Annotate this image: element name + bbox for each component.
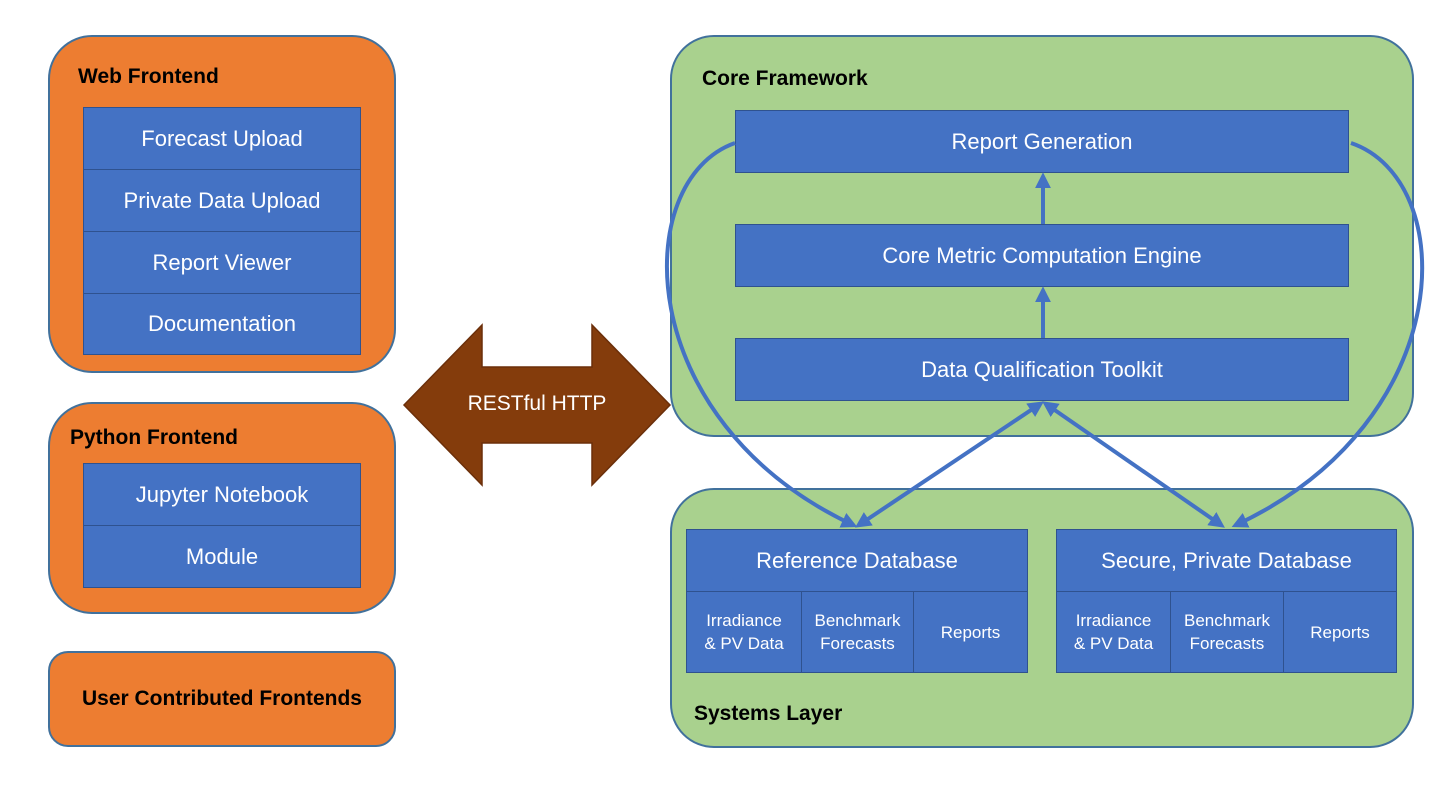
jupyter-notebook-box: Jupyter Notebook [83,463,361,526]
private-database-header: Secure, Private Database [1056,529,1397,592]
toolkit-reference-db-arrow [855,401,1044,528]
reference-database-header: Reference Database [686,529,1028,592]
data-qualification-toolkit-box: Data Qualification Toolkit [735,338,1349,401]
forecast-upload-box: Forecast Upload [83,107,361,170]
restful-http-label: RESTful HTTP [467,392,607,415]
python-frontend-title: Python Frontend [70,426,238,449]
private-db-reports-cell: Reports [1283,591,1397,673]
core-metric-computation-engine-box: Core Metric Computation Engine [735,224,1349,287]
documentation-box: Documentation [83,293,361,355]
web-frontend-title: Web Frontend [78,65,219,88]
reference-db-reports-cell: Reports [913,591,1028,673]
user-contributed-frontends-title: User Contributed Frontends [81,687,362,710]
systems-layer-title: Systems Layer [694,702,843,725]
private-data-upload-box: Private Data Upload [83,169,361,232]
restful-http-arrow [402,323,672,487]
user-contributed-frontends-panel: User Contributed Frontends [48,651,396,747]
report-to-private-db-curve [1231,141,1425,528]
toolkit-private-db-arrow [1042,401,1225,528]
reference-db-irradiance-cell: Irradiance & PV Data [686,591,802,673]
report-to-reference-db-curve [664,141,858,528]
reference-db-benchmark-cell: Benchmark Forecasts [801,591,914,673]
private-db-irradiance-cell: Irradiance & PV Data [1056,591,1171,673]
core-framework-title: Core Framework [702,67,868,90]
module-box: Module [83,525,361,588]
